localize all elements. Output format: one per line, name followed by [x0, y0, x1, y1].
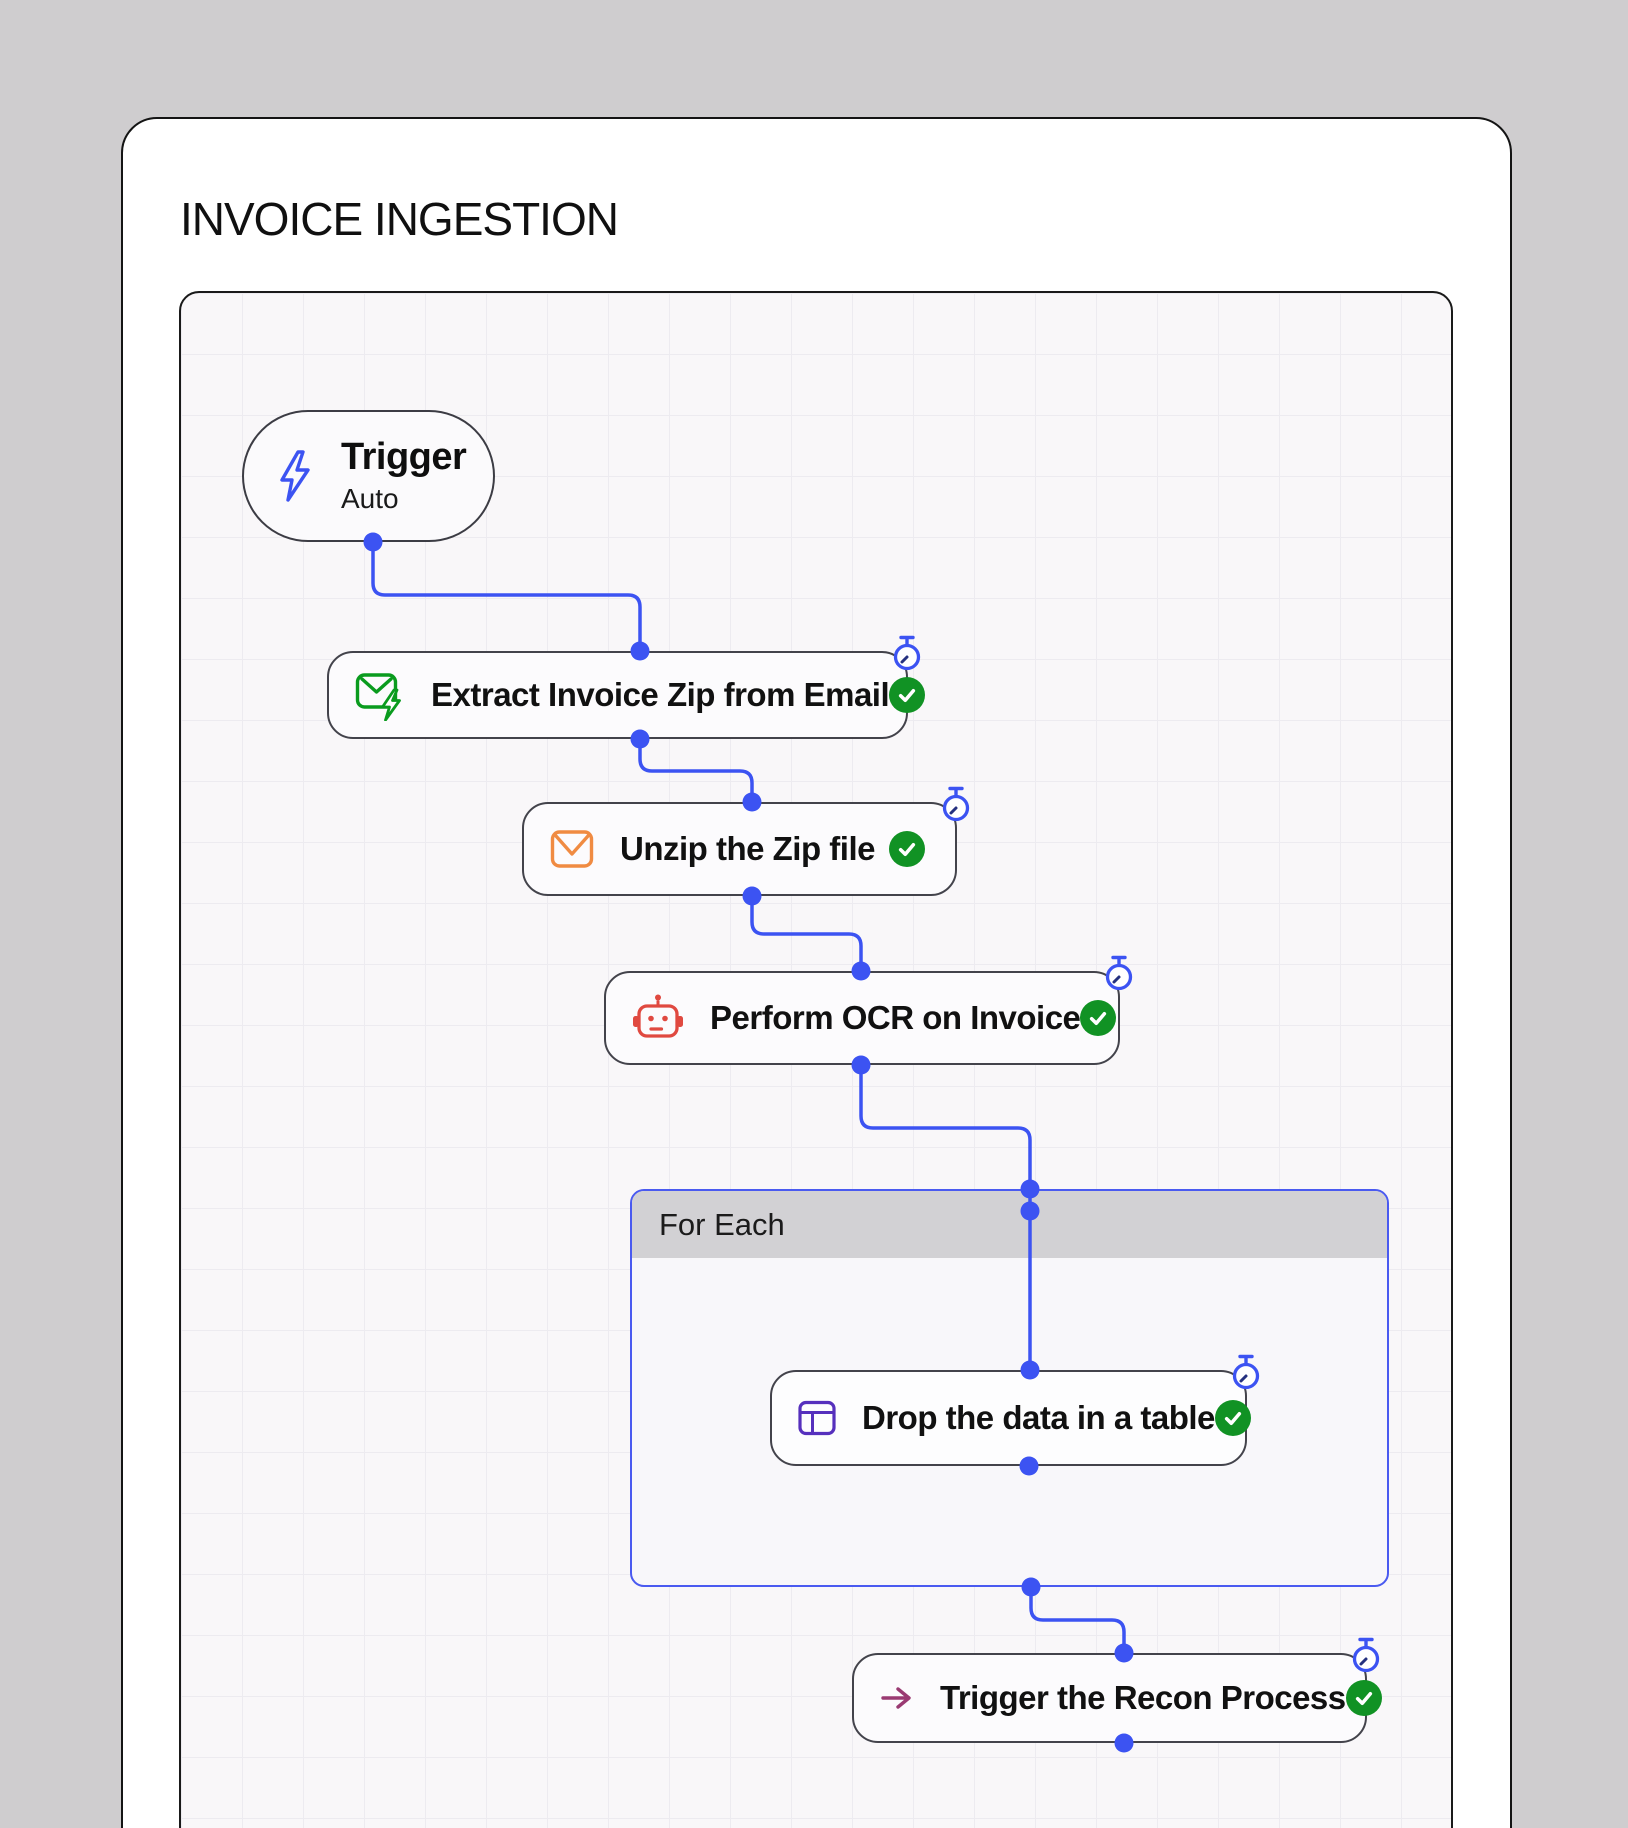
node-unzip-zip-file[interactable]: Unzip the Zip file	[522, 786, 970, 896]
arrow-right-icon	[881, 1687, 911, 1709]
email-lightning-icon	[355, 673, 401, 721]
timer-icon	[892, 634, 922, 672]
node-trigger-recon[interactable]: Trigger the Recon Process	[852, 1637, 1382, 1743]
robot-icon	[633, 994, 683, 1038]
timer-icon	[1104, 954, 1134, 992]
node-label: Unzip the Zip file	[620, 830, 875, 867]
for-each-header: For Each	[632, 1191, 1387, 1258]
node-drop-data-table[interactable]: Drop the data in a table	[770, 1354, 1260, 1466]
node-perform-ocr[interactable]: Perform OCR on Invoice	[604, 955, 1133, 1065]
page-title: INVOICE INGESTION	[180, 193, 619, 245]
for-each-label: For Each	[659, 1206, 785, 1242]
timer-icon	[1231, 1353, 1261, 1391]
success-check-icon	[889, 831, 925, 867]
trigger-label: Trigger	[341, 435, 467, 478]
trigger-sublabel: Auto	[341, 482, 399, 514]
timer-icon	[941, 785, 971, 823]
envelope-icon	[550, 830, 594, 868]
success-check-icon	[1080, 1000, 1117, 1036]
success-check-icon	[1214, 1400, 1251, 1436]
success-check-icon	[1345, 1680, 1382, 1716]
timer-icon	[1351, 1636, 1381, 1674]
success-check-icon	[889, 677, 926, 713]
lightning-bolt-icon	[280, 450, 310, 502]
node-label: Trigger the Recon Process	[940, 1679, 1346, 1716]
table-icon	[798, 1400, 836, 1436]
node-extract-invoice-zip[interactable]: Extract Invoice Zip from Email	[327, 635, 926, 739]
node-label: Perform OCR on Invoice	[710, 999, 1081, 1036]
node-label: Drop the data in a table	[862, 1399, 1215, 1436]
node-label: Extract Invoice Zip from Email	[431, 676, 890, 713]
node-trigger[interactable]: Trigger Auto	[242, 410, 495, 542]
